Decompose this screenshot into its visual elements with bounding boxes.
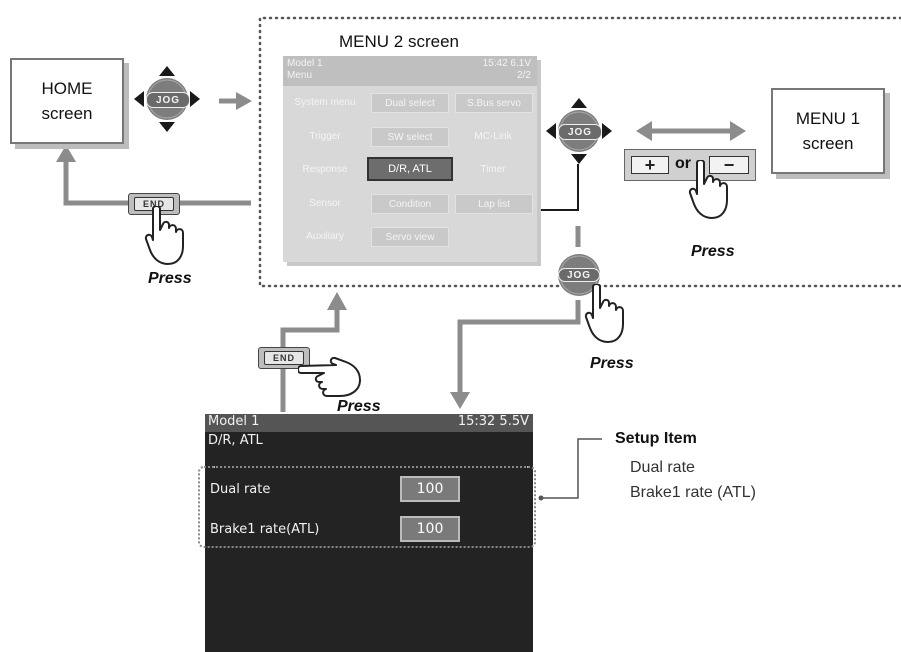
arrow-jog-to-screen-2	[457, 300, 581, 396]
end-button-screen[interactable]: END	[258, 347, 310, 369]
row-label-brake1-rate: Brake1 rate(ATL)	[210, 522, 320, 537]
menu2-item-mc-link[interactable]: MC-Link	[474, 130, 512, 142]
menu1-box-line1: MENU 1	[795, 109, 861, 128]
press-label-end-home: Press	[148, 270, 192, 287]
brake1-rate-value[interactable]: 100	[400, 516, 460, 542]
menu2-item-sw-select[interactable]: SW select	[371, 127, 449, 147]
or-label: or	[675, 155, 691, 172]
arrow-menu2-to-home	[63, 160, 251, 206]
jog-dial-menu2[interactable]: JOG	[544, 96, 614, 166]
press-label-jog: Press	[590, 355, 634, 372]
menu2-item-auxiliary[interactable]: Auxiliary	[306, 230, 344, 242]
plus-minus-panel: + or −	[624, 149, 756, 181]
menu2-header: Model 1 Menu 15:42 6.1V 2/2	[283, 56, 537, 86]
press-label-end-screen: Press	[337, 398, 381, 415]
jog-label: JOG	[558, 268, 600, 282]
hand-pointer-icon	[688, 160, 728, 219]
menu2-page: 2/2	[517, 70, 531, 81]
screen-title: D/R, ATL	[208, 433, 263, 448]
menu2-item-dual-select[interactable]: Dual select	[371, 93, 449, 113]
menu2-item-trigger[interactable]: Trigger	[309, 130, 341, 142]
arrow-screen-to-menu2	[280, 308, 340, 412]
menu2-item-system-menu[interactable]: System menu	[294, 96, 356, 108]
menu2-time: 15:42 6.1V	[482, 58, 531, 69]
menu2-model: Model 1	[287, 58, 323, 69]
jog-label: JOG	[558, 124, 602, 140]
setup-bracket-line	[541, 438, 602, 499]
menu2-item-condition[interactable]: Condition	[371, 194, 449, 214]
setup-item-heading: Setup Item	[615, 430, 697, 447]
row-label-dual-rate: Dual rate	[210, 482, 271, 497]
home-screen-box: HOME screen	[10, 58, 124, 144]
menu2-item-sbus-servo[interactable]: S.Bus servo	[455, 93, 533, 113]
menu1-screen-box: MENU 1 screen	[771, 88, 885, 174]
menu2-item-sensor[interactable]: Sensor	[309, 197, 341, 209]
plus-button[interactable]: +	[631, 155, 669, 175]
jog-dial-icon	[134, 66, 200, 132]
home-box-line2: screen	[41, 104, 93, 123]
menu2-screen: Model 1 Menu 15:42 6.1V 2/2 System menu …	[283, 56, 537, 262]
menu1-box-line2: screen	[802, 134, 854, 153]
menu2-item-lap-list[interactable]: Lap list	[455, 194, 533, 214]
end-label: END	[264, 351, 304, 365]
screen-time-voltage: 15:32 5.5V	[457, 414, 529, 429]
hand-pointer-icon	[144, 206, 184, 265]
jog-label: JOG	[146, 92, 190, 108]
menu2-item-servo-view[interactable]: Servo view	[371, 227, 449, 247]
menu2-menu: Menu	[287, 70, 313, 81]
menu2-item-response[interactable]: Response	[302, 163, 348, 175]
screen-model-name: Model 1	[208, 414, 260, 429]
jog-dial-home[interactable]: JOG	[132, 64, 202, 134]
setup-item-dual-rate: Dual rate	[630, 459, 695, 476]
setup-rows-highlight	[198, 466, 536, 548]
hand-pointer-icon	[584, 284, 624, 343]
jog-press-button[interactable]: JOG	[556, 252, 602, 298]
menu2-item-timer[interactable]: Timer	[480, 163, 506, 175]
menu2-item-dr-atl[interactable]: D/R, ATL	[367, 157, 453, 181]
menu2-screen-label: MENU 2 screen	[339, 32, 459, 51]
press-label-plus-minus: Press	[691, 243, 735, 260]
dual-rate-value[interactable]: 100	[400, 476, 460, 502]
screen-header	[205, 414, 533, 432]
home-box-line1: HOME	[41, 79, 93, 98]
setup-item-brake1-rate: Brake1 rate (ATL)	[630, 484, 756, 501]
minus-button[interactable]: −	[709, 155, 749, 175]
dr-atl-screen: Model 1 15:32 5.5V D/R, ATL Dual rate 10…	[205, 414, 533, 652]
hand-pointer-icon	[298, 356, 361, 397]
